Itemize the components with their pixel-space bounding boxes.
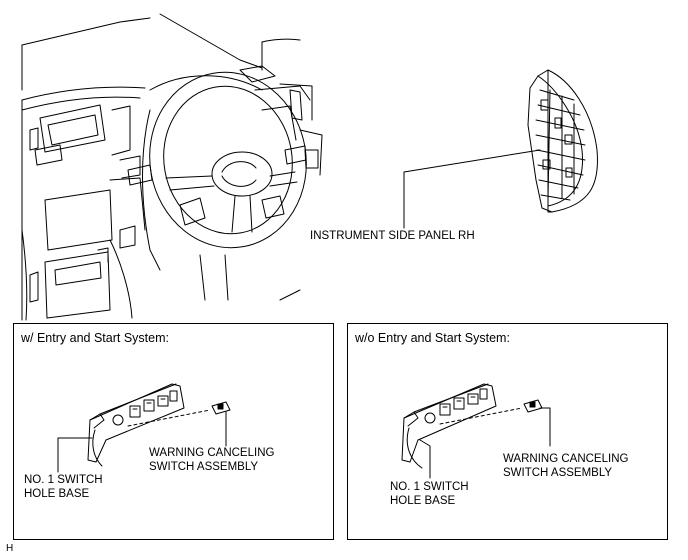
hole-base-label-line1: NO. 1 SWITCH: [390, 481, 469, 493]
figure-code: H: [6, 543, 14, 554]
warning-canceling-switch-right: [523, 399, 551, 447]
switch-assembly-label-line2: SWITCH ASSEMBLY: [503, 467, 613, 479]
switch-assembly-label-line1: WARNING CANCELING: [149, 447, 275, 459]
warning-canceling-switch-left: [211, 401, 231, 447]
instrument-side-panel-rh: [403, 69, 598, 229]
inset-without-entry-title: w/o Entry and Start System:: [355, 331, 510, 345]
hole-base-label-line1: NO. 1 SWITCH: [24, 474, 103, 486]
inset-without-entry-system: [347, 323, 668, 540]
switch-hole-base-left: [57, 383, 211, 473]
dashboard-illustration: [21, 13, 323, 321]
inset-with-entry-system: [13, 323, 334, 540]
hole-base-label-line2: HOLE BASE: [390, 495, 456, 507]
instrument-side-panel-label: INSTRUMENT SIDE PANEL RH: [310, 230, 475, 242]
switch-assembly-label-line2: SWITCH ASSEMBLY: [149, 461, 259, 473]
switch-assembly-label-line1: WARNING CANCELING: [503, 453, 629, 465]
inset-with-entry-title: w/ Entry and Start System:: [21, 331, 169, 345]
switch-hole-base-right: [401, 383, 523, 479]
hole-base-label-line2: HOLE BASE: [24, 488, 90, 500]
